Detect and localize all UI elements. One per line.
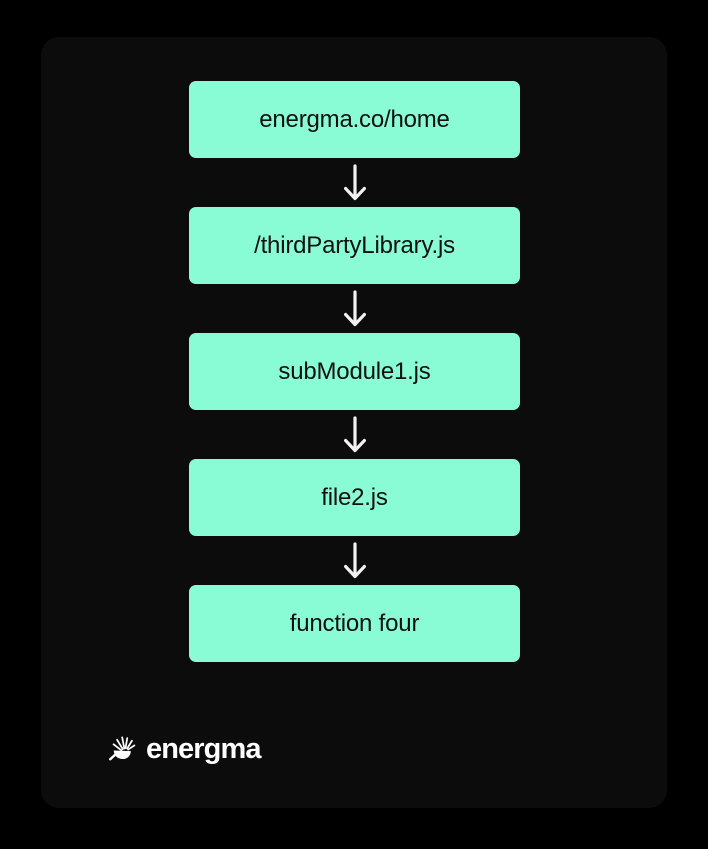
flow-node-label: file2.js <box>321 483 388 511</box>
brand-wordmark: energma <box>146 732 261 765</box>
flow-node-label: energma.co/home <box>259 105 450 133</box>
diagram-card: energma.co/home /thirdPartyLibrary.js su… <box>41 37 667 808</box>
flow-node-label: function four <box>289 609 420 637</box>
arrow-down-icon <box>343 289 366 326</box>
flow-node-4[interactable]: file2.js <box>189 459 520 536</box>
flow-arrow-1 <box>342 158 368 207</box>
energma-burst-handle <box>108 751 119 761</box>
flow-arrow-3 <box>342 410 368 459</box>
energma-burst-logo-icon <box>108 736 136 761</box>
flow-node-5[interactable]: function four <box>189 585 520 662</box>
flow-node-3[interactable]: subModule1.js <box>189 333 520 410</box>
brand-lockup: energma <box>107 734 261 764</box>
flow-node-1[interactable]: energma.co/home <box>189 81 520 158</box>
arrow-down-icon <box>343 163 366 200</box>
flow-node-2[interactable]: /thirdPartyLibrary.js <box>189 207 520 284</box>
arrow-down-icon <box>343 541 366 578</box>
flow-node-label: subModule1.js <box>278 357 431 385</box>
flow-arrow-2 <box>342 284 368 333</box>
flow-arrow-4 <box>342 536 368 585</box>
flowchart: energma.co/home /thirdPartyLibrary.js su… <box>189 81 520 662</box>
arrow-down-icon <box>343 415 366 452</box>
flow-node-label: /thirdPartyLibrary.js <box>254 231 455 259</box>
